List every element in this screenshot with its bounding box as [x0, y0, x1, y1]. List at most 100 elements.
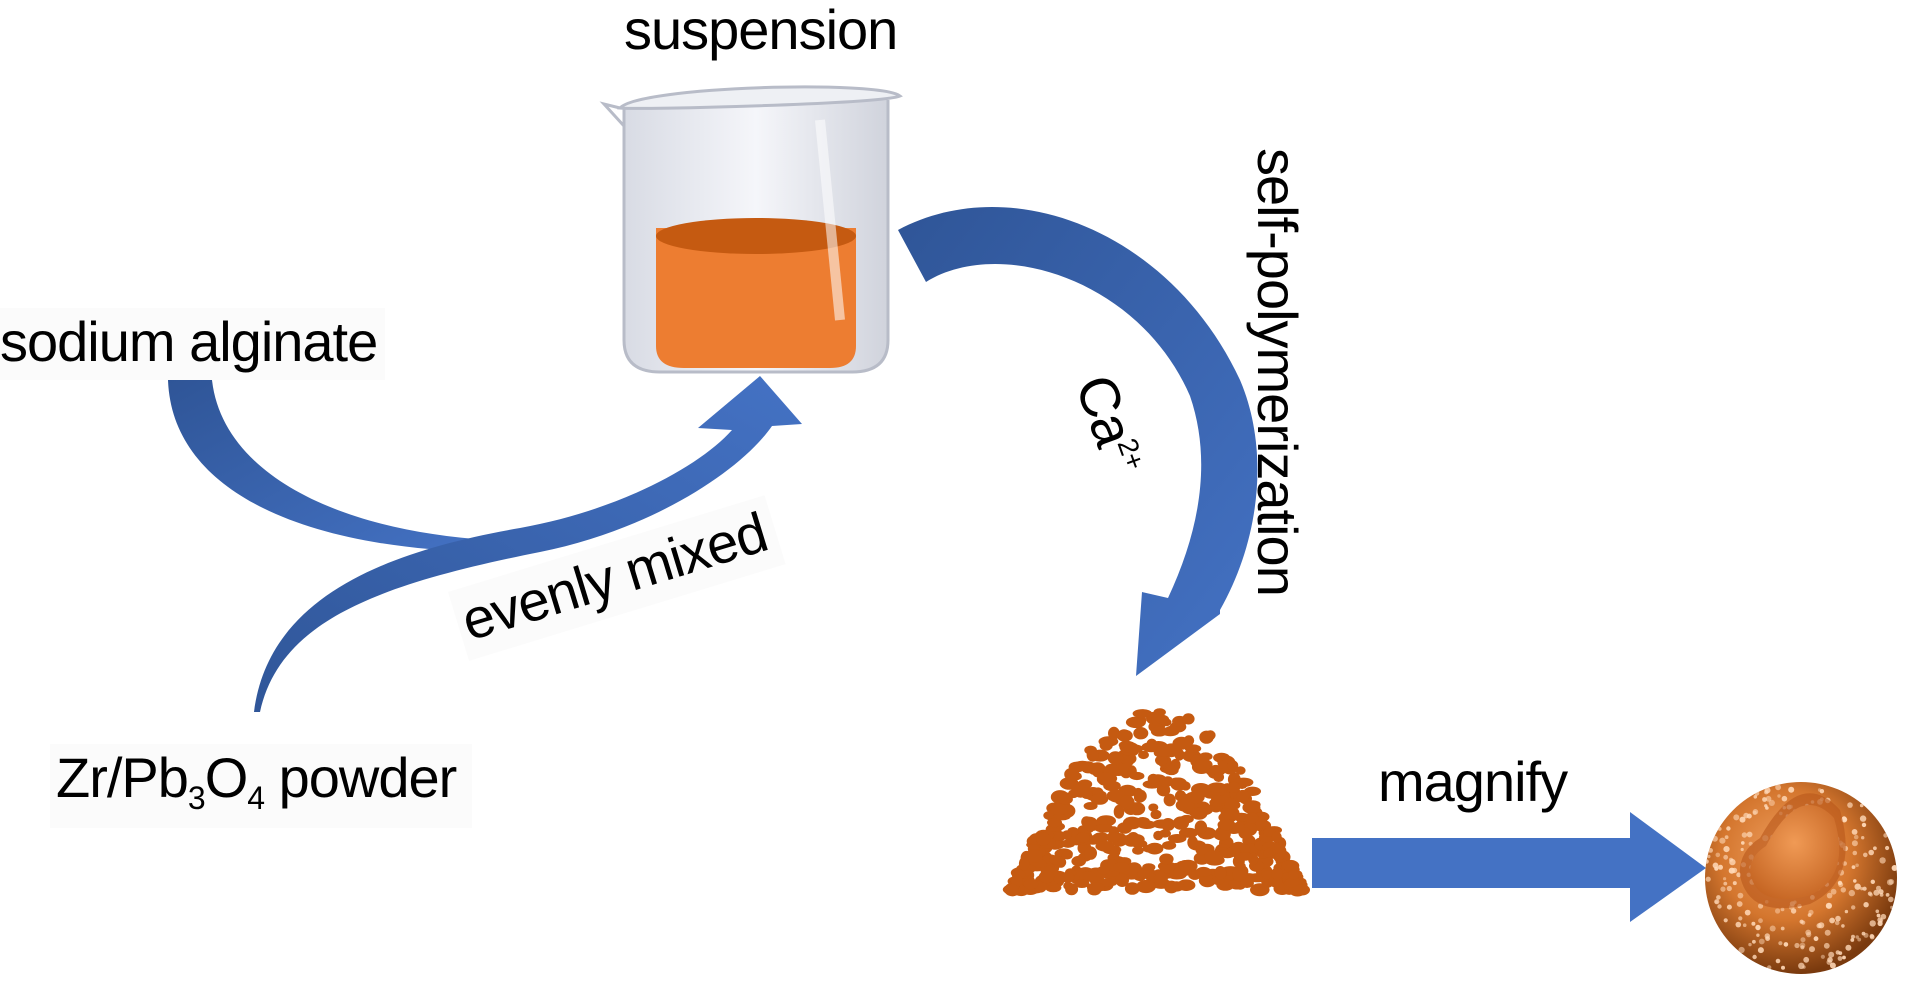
- sphere-pore: [1757, 947, 1764, 954]
- sphere-pore: [1735, 921, 1742, 928]
- sphere-pore: [1837, 956, 1843, 961]
- granule: [1132, 709, 1153, 719]
- granule: [1150, 809, 1162, 820]
- sphere-pore: [1880, 913, 1887, 920]
- granule: [1207, 782, 1227, 793]
- sphere-pore: [1885, 845, 1890, 851]
- granule: [1172, 816, 1189, 830]
- sphere-pore: [1720, 886, 1726, 892]
- granule: [1271, 867, 1283, 881]
- granule: [1178, 860, 1191, 872]
- sphere-pore: [1738, 916, 1743, 921]
- sphere-pore: [1860, 887, 1864, 891]
- sphere-pore: [1719, 837, 1726, 844]
- sphere-pore: [1891, 865, 1897, 871]
- sphere-pore: [1835, 915, 1841, 922]
- granule: [1175, 798, 1195, 812]
- sphere-pore: [1707, 854, 1711, 859]
- sphere-pore: [1723, 854, 1729, 860]
- sphere-pore: [1853, 834, 1859, 840]
- sphere-pore: [1746, 831, 1753, 838]
- granule: [1168, 881, 1185, 892]
- sphere-pore: [1788, 786, 1795, 793]
- granule: [1224, 798, 1240, 810]
- sphere-pore: [1752, 810, 1757, 816]
- granule: [1284, 877, 1302, 888]
- granule: [1094, 824, 1114, 833]
- granule: [1142, 844, 1156, 853]
- granules-pile: [1002, 708, 1311, 897]
- granule: [1217, 819, 1236, 831]
- granule: [1293, 884, 1311, 896]
- sphere-pore: [1751, 921, 1756, 926]
- granule: [1281, 860, 1295, 871]
- granule: [1155, 745, 1172, 757]
- sphere-pore: [1778, 941, 1783, 946]
- sphere-pore: [1769, 925, 1776, 932]
- granule: [1006, 883, 1019, 897]
- granule: [1119, 795, 1135, 810]
- granule: [1211, 795, 1229, 804]
- granule: [1124, 882, 1140, 895]
- granule: [1061, 851, 1073, 860]
- granule: [1107, 751, 1124, 765]
- granule: [1113, 804, 1125, 819]
- sphere-pore: [1723, 918, 1728, 923]
- sphere-pore: [1780, 926, 1785, 931]
- sphere-pore: [1711, 835, 1718, 842]
- sphere-pore: [1800, 937, 1806, 943]
- sphere-pore: [1873, 889, 1880, 896]
- granule: [1233, 852, 1253, 861]
- granule: [1136, 879, 1156, 894]
- sphere-pore: [1737, 892, 1744, 899]
- label-powder-sub2: 4: [247, 780, 265, 817]
- granule: [1155, 755, 1168, 766]
- sphere-pore: [1714, 866, 1719, 871]
- sphere-pore: [1851, 829, 1858, 835]
- sphere-pore: [1723, 881, 1728, 886]
- label-self-polymerization: self-polymerization: [1246, 148, 1309, 596]
- granule: [1147, 773, 1159, 784]
- sphere-pore: [1829, 917, 1835, 924]
- sphere-pore: [1742, 923, 1747, 927]
- sphere-pore: [1738, 946, 1745, 954]
- sphere-pore: [1862, 886, 1867, 891]
- granule: [1133, 727, 1149, 740]
- granule: [1288, 870, 1299, 880]
- granule: [1172, 736, 1191, 750]
- granule: [1079, 871, 1097, 882]
- sphere-pore: [1838, 882, 1844, 888]
- sphere-pore: [1816, 923, 1822, 929]
- granule: [1132, 846, 1144, 855]
- granule: [1086, 882, 1105, 893]
- sphere-pore: [1842, 955, 1846, 960]
- granule: [1193, 758, 1213, 771]
- granule: [1162, 841, 1177, 850]
- sphere-pore: [1752, 954, 1757, 960]
- sphere-pore: [1783, 942, 1789, 947]
- granule: [1117, 822, 1133, 834]
- arrow-evenly-mixed: [214, 376, 802, 712]
- granule: [1061, 830, 1072, 840]
- granule: [1204, 850, 1223, 862]
- sphere-pore: [1753, 795, 1758, 799]
- sphere-pore: [1758, 938, 1765, 945]
- granule: [1135, 817, 1150, 826]
- granule: [1071, 783, 1088, 794]
- sphere-pore: [1764, 804, 1768, 808]
- magnified-bead-icon: [1705, 782, 1897, 974]
- sphere-pore: [1885, 893, 1890, 897]
- sphere-pore: [1861, 931, 1866, 936]
- granule: [1213, 828, 1231, 841]
- granule: [1096, 772, 1115, 786]
- sphere-pore: [1807, 913, 1812, 917]
- arrow-sodium-alginate: [168, 380, 490, 552]
- sphere-pore: [1765, 936, 1770, 941]
- sphere-pore: [1781, 965, 1785, 970]
- granule: [1218, 849, 1236, 859]
- sphere-pore: [1847, 802, 1853, 808]
- sphere-pore: [1740, 847, 1744, 852]
- granule: [1180, 781, 1191, 791]
- sphere-pore: [1717, 904, 1722, 909]
- suspension-liquid: [656, 228, 856, 368]
